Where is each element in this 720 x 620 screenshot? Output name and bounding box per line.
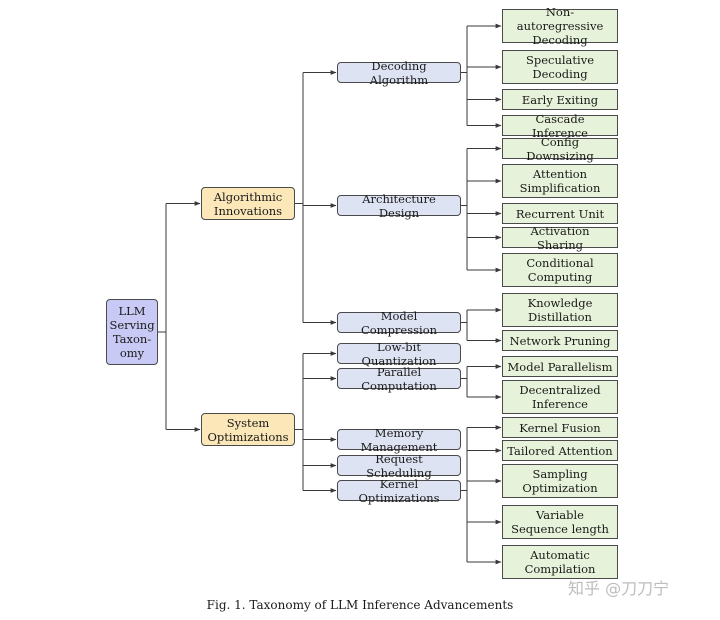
- root-node-llm-serving-taxonomy: LLM Serving Taxon- omy: [106, 299, 158, 365]
- node-system-optimizations: System Optimizations: [201, 413, 295, 446]
- node-parallel-computation: Parallel Computation: [337, 365, 461, 393]
- leaf-attention-simplification: Attention Simplification: [502, 164, 618, 198]
- leaf-model-parallelism: Model Parallelism: [502, 356, 618, 377]
- leaf-variable-sequence-length: Variable Sequence length: [502, 505, 618, 539]
- leaf-automatic-compilation: Automatic Compilation: [502, 545, 618, 579]
- leaf-kernel-fusion: Kernel Fusion: [502, 417, 618, 438]
- leaf-tailored-attention: Tailored Attention: [502, 440, 618, 461]
- node-model-compression: Model Compression: [337, 309, 461, 337]
- leaf-knowledge-distillation: Knowledge Distillation: [502, 293, 618, 327]
- leaf-early-exiting: Early Exiting: [502, 89, 618, 110]
- leaf-recurrent-unit: Recurrent Unit: [502, 203, 618, 224]
- leaf-activation-sharing: Activation Sharing: [502, 224, 618, 252]
- leaf-non-autoregressive-decoding: Non-autoregressive Decoding: [502, 5, 618, 47]
- node-decoding-algorithm: Decoding Algorithm: [337, 59, 461, 87]
- node-kernel-optimizations: Kernel Optimizations: [337, 477, 461, 505]
- leaf-network-pruning: Network Pruning: [502, 330, 618, 351]
- leaf-decentralized-inference: Decentralized Inference: [502, 380, 618, 414]
- leaf-conditional-computing: Conditional Computing: [502, 253, 618, 287]
- node-request-scheduling: Request Scheduling: [337, 452, 461, 480]
- figure-caption: Fig. 1. Taxonomy of LLM Inference Advanc…: [206, 598, 514, 612]
- node-algorithmic-innovations: Algorithmic Innovations: [201, 187, 295, 220]
- leaf-speculative-decoding: Speculative Decoding: [502, 50, 618, 84]
- node-low-bit-quantization: Low-bit Quantization: [337, 340, 461, 368]
- node-architecture-design: Architecture Design: [337, 192, 461, 220]
- leaf-config-downsizing: Config Downsizing: [502, 135, 618, 163]
- leaf-sampling-optimization: Sampling Optimization: [502, 464, 618, 498]
- watermark: 知乎 @刀刀宁: [568, 579, 670, 598]
- node-memory-management: Memory Management: [337, 426, 461, 454]
- leaf-cascade-inference: Cascade Inference: [502, 112, 618, 140]
